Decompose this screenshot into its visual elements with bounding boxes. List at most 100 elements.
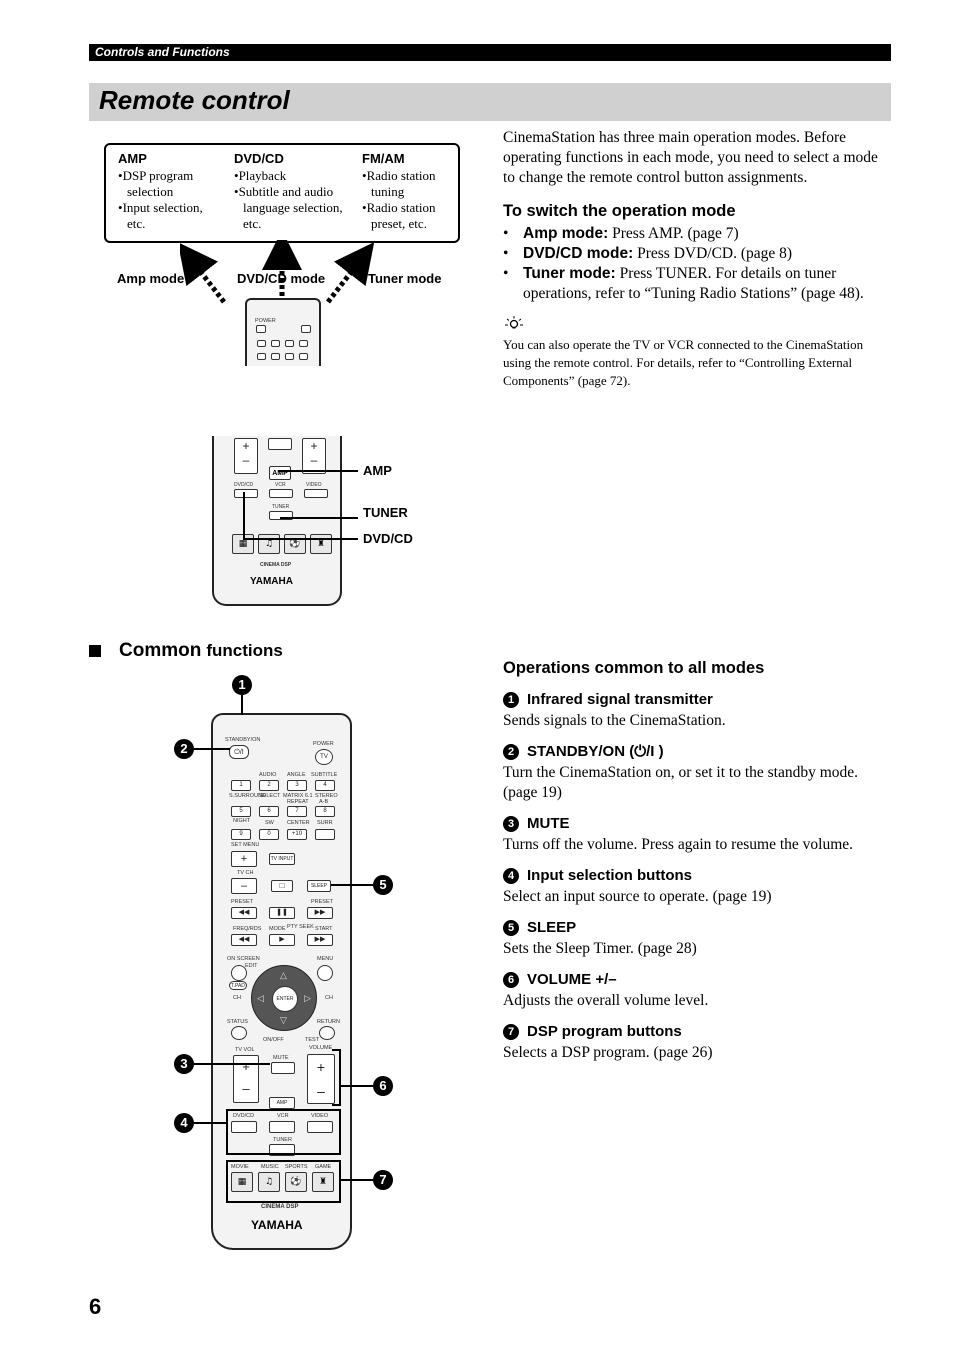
center-label: CENTER [287, 820, 310, 826]
callout-5: 5 [373, 875, 393, 895]
dvd-cd-label: DVD/CD [233, 1113, 255, 1119]
stereo-label: STEREO [315, 793, 338, 799]
small-volume-rocker: +– [302, 438, 326, 474]
operation-number: 7 [503, 1023, 519, 1040]
small-remote-top-illustration: POWER [245, 298, 321, 366]
small-key [257, 340, 266, 347]
dvd-mode-item: Subtitle and audio language selection, e… [234, 184, 348, 232]
mute-button[interactable] [271, 1062, 295, 1074]
angle-label: ANGLE [287, 772, 306, 778]
small-cinema-dsp-label: CINEMA DSP [260, 562, 292, 568]
operation-title: MUTE [527, 815, 570, 832]
volume-label: VOLUME [309, 1045, 333, 1051]
enter-button: ENTER [272, 986, 298, 1012]
num-key-8: 8 [315, 806, 335, 817]
operation-number: 6 [503, 971, 519, 988]
operations-heading: Operations common to all modes [503, 659, 765, 677]
cursor-up-icon: △ [280, 970, 287, 980]
callout-3: 3 [174, 1054, 194, 1074]
sports-dsp-icon[interactable]: ⚽ [285, 1172, 307, 1192]
small-vcr-label: VCR [275, 482, 286, 488]
num-key-1: 1 [231, 780, 251, 791]
num-key-9: 9 [231, 829, 251, 840]
select-label: SELECT [259, 793, 281, 799]
callout-7-line [341, 1179, 373, 1181]
section-header-text: Controls and Functions [95, 45, 230, 59]
switch-mode-list: •Amp mode: Press AMP. (page 7) •DVD/CD m… [503, 224, 893, 304]
operation-title: DSP program buttons [527, 1023, 682, 1040]
operation-number: 4 [503, 867, 519, 884]
pause-button: ❚❚ [269, 907, 295, 919]
mute-label: MUTE [273, 1055, 289, 1061]
operation-title: Input selection buttons [527, 867, 692, 884]
small-key [257, 353, 266, 360]
page-number: 6 [89, 1294, 102, 1319]
small-key [271, 353, 280, 360]
num-key-3: 3 [287, 780, 307, 791]
on-screen-label: ON SCREEN [227, 956, 260, 962]
cinema-dsp-label: CINEMA DSP [261, 1204, 299, 1210]
amp-mode-item: DSP program selection [118, 168, 222, 200]
switch-mode-item: •DVD/CD mode: Press DVD/CD. (page 8) [503, 245, 793, 262]
tuner-label: TUNER [273, 1137, 292, 1143]
tuner-mode-label: Tuner mode [368, 271, 442, 286]
small-key [285, 353, 294, 360]
sleep-button[interactable]: SLEEP [307, 880, 331, 892]
dvd-leader-line [243, 538, 358, 540]
return-label: RETURN [317, 1019, 340, 1025]
dvd-cd-button[interactable] [231, 1121, 257, 1133]
fast-forward-button: ▶▶ [307, 934, 333, 946]
game-dsp-icon[interactable]: ♜ [312, 1172, 334, 1192]
callout-1: 1 [232, 675, 252, 695]
game-label: GAME [315, 1164, 332, 1170]
vcr-label: VCR [277, 1113, 289, 1119]
switch-mode-item-text: Press AMP. (page 7) [612, 225, 739, 242]
switch-mode-item-text: Press DVD/CD. (page 8) [637, 245, 793, 262]
small-power-button [301, 325, 311, 333]
movie-label: MOVIE [231, 1164, 249, 1170]
callout-4: 4 [174, 1113, 194, 1133]
standby-label: STANDBY/ON [225, 737, 261, 743]
small-key [271, 340, 280, 347]
yamaha-logo: YAMAHA [251, 1218, 303, 1232]
music-dsp-icon[interactable]: ♫ [258, 1172, 280, 1192]
power-label: POWER [313, 741, 334, 747]
dvd-mode-label: DVD/CD mode [237, 271, 326, 286]
operation-text: Sends signals to the CinemaStation. [503, 712, 726, 729]
small-tuner-label: TUNER [272, 504, 290, 510]
small-dvd-button [234, 489, 258, 498]
vcr-button[interactable] [269, 1121, 295, 1133]
pty-seek-label: PTY SEEK [287, 924, 314, 930]
amp-mode-item: Input selection, etc. [118, 200, 222, 232]
small-music-icon: ♫ [258, 534, 280, 554]
callout-3-line [194, 1063, 270, 1065]
operation-title: SLEEP [527, 919, 577, 936]
dvd-mode-item: Playback [234, 168, 348, 184]
preset-down-label: PRESET [231, 899, 254, 905]
small-mute-button [268, 438, 292, 450]
volume-highlight-frame [332, 1049, 341, 1106]
play-button: ▶ [269, 934, 295, 946]
t-pad-button: T.PAD [229, 981, 247, 990]
tv-power-button: TV [315, 749, 333, 765]
num-key-plus10: +10 [287, 829, 307, 840]
ch-label-right: CH [325, 995, 333, 1001]
volume-rocker[interactable]: +– [307, 1054, 335, 1104]
ab-label: A-B [319, 799, 329, 805]
test-label: TEST [305, 1037, 320, 1043]
video-button[interactable] [307, 1121, 333, 1133]
tuner-mode-arrow [326, 242, 375, 304]
operation-title: STANDBY/ON (⏻/I ) [527, 743, 664, 760]
callout-6-line [341, 1085, 373, 1087]
amp-button[interactable]: AMP [269, 1097, 295, 1109]
callout-2-line [194, 748, 230, 750]
fm-mode-item: Radio station preset, etc. [362, 200, 456, 232]
dvd-leader-line-vertical [243, 492, 245, 540]
music-label: MUSIC [261, 1164, 279, 1170]
movie-dsp-icon[interactable]: ▦ [231, 1172, 253, 1192]
operation-number: 3 [503, 815, 519, 832]
operation-text: Select an input source to operate. (page… [503, 888, 772, 905]
